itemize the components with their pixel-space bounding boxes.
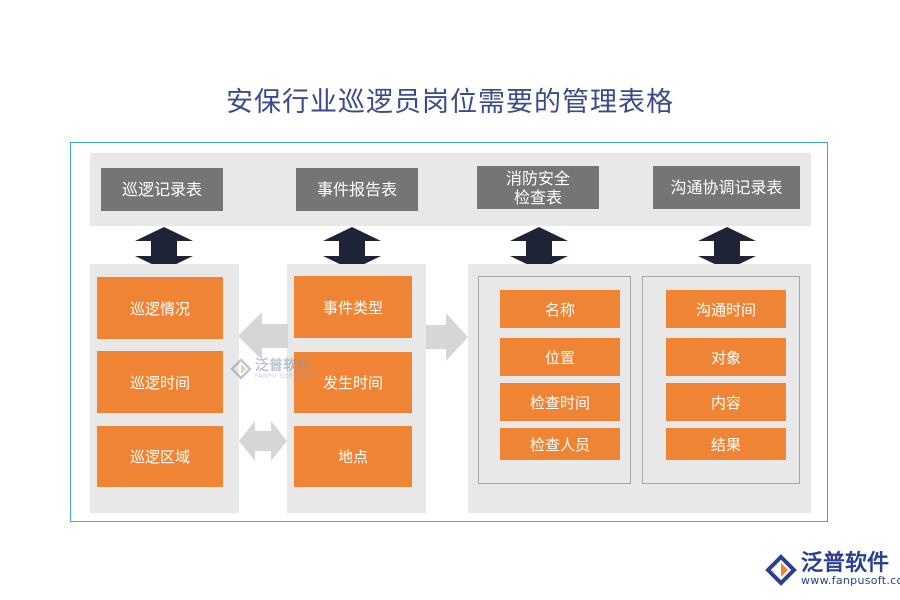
watermark: 泛普软件 FANPU SOFTWARE bbox=[230, 358, 317, 380]
fire-item-1: 名称 bbox=[500, 290, 620, 328]
header-incident-report: 事件报告表 bbox=[296, 168, 418, 211]
header-fire-safety: 消防安全 检查表 bbox=[477, 166, 599, 209]
watermark-logo-icon bbox=[230, 358, 252, 380]
fire-item-3: 检查时间 bbox=[500, 383, 620, 421]
incident-item-1: 事件类型 bbox=[294, 276, 412, 338]
vertical-double-arrow-2 bbox=[323, 227, 381, 270]
left-arrow bbox=[238, 312, 288, 360]
vertical-double-arrow-4 bbox=[698, 227, 756, 270]
vertical-double-arrow-1 bbox=[135, 227, 193, 270]
horizontal-double-arrow bbox=[239, 421, 287, 461]
comm-item-1: 沟通时间 bbox=[666, 290, 786, 328]
comm-item-2: 对象 bbox=[666, 338, 786, 376]
brand-url: www.fanpusoft.com bbox=[801, 574, 900, 587]
patrol-item-2: 巡逻时间 bbox=[97, 351, 223, 413]
comm-item-3: 内容 bbox=[666, 383, 786, 421]
fire-item-4: 检查人员 bbox=[500, 428, 620, 460]
brand-name: 泛普软件 bbox=[801, 551, 890, 576]
brand-logo-icon bbox=[765, 554, 797, 586]
page-title: 安保行业巡逻员岗位需要的管理表格 bbox=[226, 87, 674, 118]
incident-item-2: 发生时间 bbox=[294, 352, 412, 413]
fire-item-2: 位置 bbox=[500, 338, 620, 376]
watermark-sub: FANPU SOFTWARE bbox=[255, 372, 317, 380]
header-communication-record: 沟通协调记录表 bbox=[653, 166, 800, 209]
patrol-item-3: 巡逻区域 bbox=[97, 426, 223, 487]
right-arrow bbox=[426, 313, 468, 361]
diagram-frame bbox=[70, 142, 828, 522]
patrol-item-1: 巡逻情况 bbox=[97, 277, 223, 339]
header-patrol-record: 巡逻记录表 bbox=[101, 168, 223, 211]
comm-item-4: 结果 bbox=[666, 428, 786, 460]
vertical-double-arrow-3 bbox=[510, 227, 568, 270]
incident-item-3: 地点 bbox=[294, 426, 412, 487]
watermark-name: 泛普软件 bbox=[255, 357, 311, 374]
brand-logo: 泛普软件 www.fanpusoft.com bbox=[765, 553, 900, 587]
